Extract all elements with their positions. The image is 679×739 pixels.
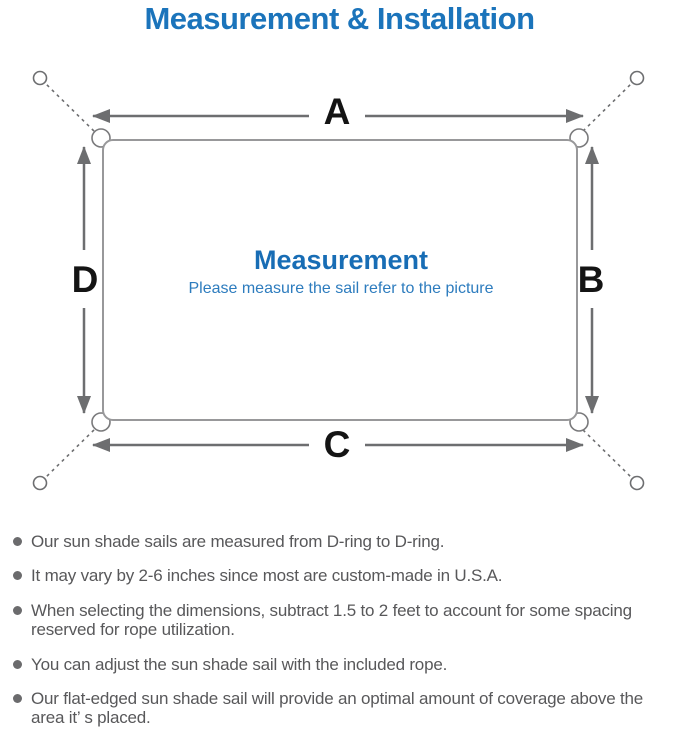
rope-dashed-line-bottom-left xyxy=(44,424,100,479)
note-text: Our sun shade sails are measured from D-… xyxy=(31,532,445,551)
bullet-icon xyxy=(13,571,22,581)
note-item-coverage: Our flat-edged sun shade sail will provi… xyxy=(13,689,673,728)
dimension-label-c: C xyxy=(324,424,351,465)
measurement-diagram: A B C D Measurement Please measure the s… xyxy=(32,70,645,491)
diagram-center-subtitle: Please measure the sail refer to the pic… xyxy=(188,280,493,297)
note-text: It may vary by 2-6 inches since most are… xyxy=(31,566,503,586)
note-text: You can adjust the sun shade sail with t… xyxy=(31,654,448,674)
note-item-adjust-rope: You can adjust the sun shade sail with t… xyxy=(13,655,673,674)
anchor-ring-icon-top-left xyxy=(32,70,48,86)
bullet-icon xyxy=(13,537,22,546)
dimension-label-a: A xyxy=(324,91,351,132)
dimension-label-b: B xyxy=(578,259,605,300)
anchor-ring-icon-bottom-right xyxy=(629,475,645,491)
rope-dashed-line-bottom-right xyxy=(577,424,633,479)
dimension-label-d: D xyxy=(72,259,99,300)
rope-dashed-line-top-left xyxy=(44,82,100,137)
note-text: Our flat-edged sun shade sail will provi… xyxy=(31,688,644,728)
notes-list: Our sun shade sails are measured from D-… xyxy=(0,520,679,728)
sail-rectangle xyxy=(102,139,578,421)
bullet-icon xyxy=(13,605,22,615)
diagram-center-heading: Measurement xyxy=(254,245,428,275)
anchor-ring-icon-bottom-left xyxy=(32,475,48,491)
rope-dashed-line-top-right xyxy=(577,82,633,137)
bullet-icon xyxy=(13,659,22,669)
page-title: Measurement & Installation xyxy=(144,1,535,36)
note-text: When selecting the dimensions, subtract … xyxy=(31,600,632,640)
note-item-vary-inches: It may vary by 2-6 inches since most are… xyxy=(13,566,673,585)
note-item-measured-d-ring: Our sun shade sails are measured from D-… xyxy=(13,532,673,551)
note-item-subtract-feet: When selecting the dimensions, subtract … xyxy=(13,601,673,640)
anchor-ring-icon-top-right xyxy=(629,70,645,86)
bullet-icon xyxy=(13,693,22,703)
